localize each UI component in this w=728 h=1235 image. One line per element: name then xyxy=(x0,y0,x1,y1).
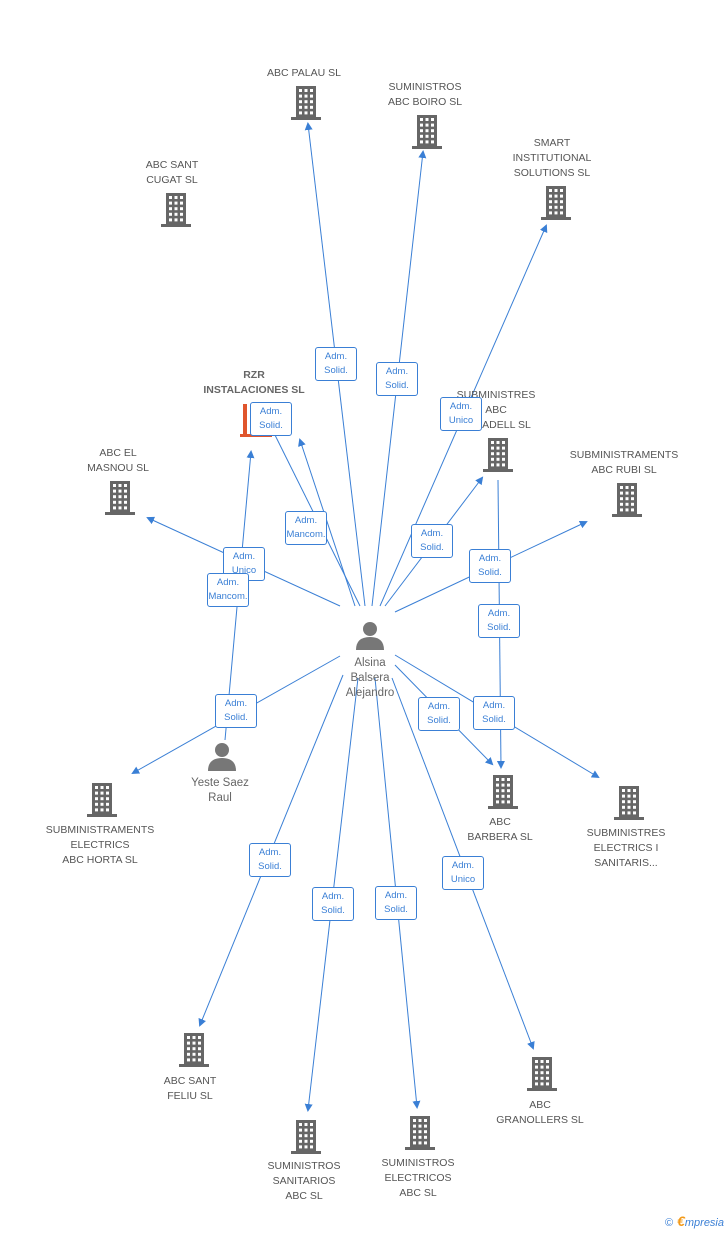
company-label[interactable]: ABC EL MASNOU SL xyxy=(87,447,149,474)
building-icon[interactable] xyxy=(614,786,644,820)
relation-label[interactable]: Adm. Mancom. xyxy=(285,511,327,545)
relation-label[interactable]: Adm. Unico xyxy=(440,397,482,431)
building-icon[interactable] xyxy=(105,481,135,515)
building-icon[interactable] xyxy=(527,1057,557,1091)
edges-layer xyxy=(131,122,600,1112)
person-icon[interactable] xyxy=(208,743,236,771)
relation-label[interactable]: Adm. Solid. xyxy=(312,887,354,921)
company-label[interactable]: SUMINISTROS SANITARIOS ABC SL xyxy=(267,1160,341,1202)
company-label[interactable]: ABC BARBERA SL xyxy=(467,816,533,843)
building-icon[interactable] xyxy=(488,775,518,809)
company-label[interactable]: SUBMINISTRES ELECTRICS I SANITARIS... xyxy=(586,827,666,869)
building-icon[interactable] xyxy=(179,1033,209,1067)
person-icon[interactable] xyxy=(356,622,384,650)
company-label[interactable]: ABC PALAU SL xyxy=(267,67,341,79)
relation-label[interactable]: Adm. Solid. xyxy=(473,696,515,730)
company-label[interactable]: ABC GRANOLLERS SL xyxy=(496,1099,584,1126)
company-label[interactable]: RZR INSTALACIONES SL xyxy=(203,369,305,396)
building-icon[interactable] xyxy=(87,783,117,817)
relation-label[interactable]: Adm. Solid. xyxy=(478,604,520,638)
building-icon[interactable] xyxy=(412,115,442,149)
brand-logo-initial: € xyxy=(677,1213,685,1229)
company-label[interactable]: ABC SANT FELIU SL xyxy=(163,1075,217,1102)
building-icon[interactable] xyxy=(291,1120,321,1154)
company-label[interactable]: SUMINISTROS ABC BOIRO SL xyxy=(387,81,463,108)
person-label[interactable]: Alsina Balsera Alejandro xyxy=(345,657,395,699)
building-icon[interactable] xyxy=(483,438,513,472)
relation-label[interactable]: Adm. Solid. xyxy=(469,549,511,583)
company-label[interactable]: SMART INSTITUTIONAL SOLUTIONS SL xyxy=(512,137,592,179)
building-icon[interactable] xyxy=(291,86,321,120)
relation-label[interactable]: Adm. Solid. xyxy=(250,402,292,436)
relation-label[interactable]: Adm. Solid. xyxy=(249,843,291,877)
person-label[interactable]: Yeste Saez Raul xyxy=(191,777,249,804)
nodes-layer xyxy=(87,86,644,1154)
relation-label[interactable]: Adm. Solid. xyxy=(375,886,417,920)
relation-label[interactable]: Adm. Solid. xyxy=(315,347,357,381)
relation-edge xyxy=(298,438,356,607)
relation-label[interactable]: Adm. Solid. xyxy=(376,362,418,396)
relation-label[interactable]: Adm. Mancom. xyxy=(207,573,249,607)
relation-label[interactable]: Adm. Solid. xyxy=(411,524,453,558)
company-label[interactable]: SUMINISTROS ELECTRICOS ABC SL xyxy=(381,1157,455,1199)
company-label[interactable]: ABC SANT CUGAT SL xyxy=(145,159,199,186)
building-icon[interactable] xyxy=(541,186,571,220)
company-label[interactable]: SUBMINISTRAMENTS ELECTRICS ABC HORTA SL xyxy=(45,824,155,866)
building-icon[interactable] xyxy=(612,483,642,517)
relation-label[interactable]: Adm. Solid. xyxy=(418,697,460,731)
relation-label[interactable]: Adm. Solid. xyxy=(215,694,257,728)
building-icon[interactable] xyxy=(405,1116,435,1150)
copyright-symbol: © xyxy=(664,1217,674,1229)
company-label[interactable]: SUBMINISTRAMENTS ABC RUBI SL xyxy=(569,449,679,476)
footer-brand: ©€mpresia xyxy=(665,1213,724,1229)
relation-label[interactable]: Adm. Unico xyxy=(442,856,484,890)
brand-logo-text: mpresia xyxy=(684,1217,724,1229)
building-icon[interactable] xyxy=(161,193,191,227)
